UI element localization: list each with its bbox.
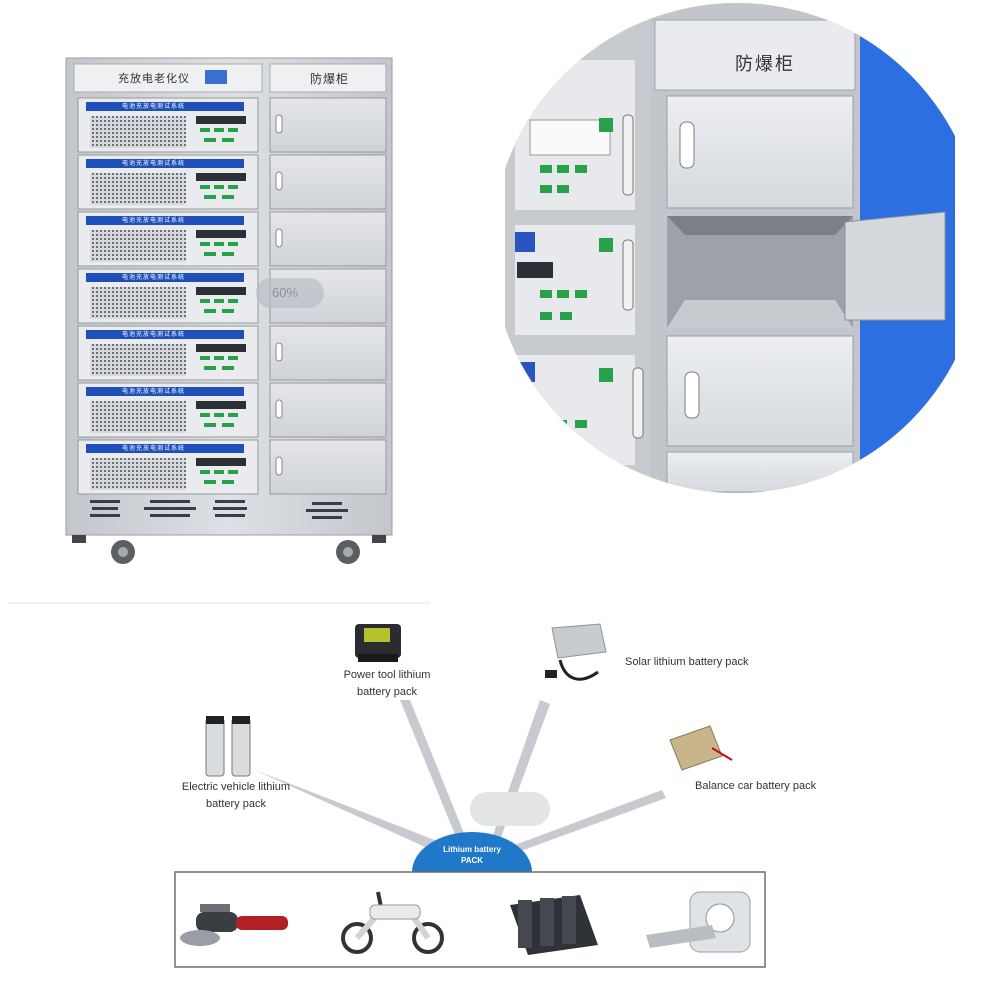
unit-title-label: 电池充放电测试系统 xyxy=(122,218,186,224)
aging-cabinet-image xyxy=(65,57,393,564)
power-tool-label-line2: battery pack xyxy=(357,686,417,698)
center-badge xyxy=(412,832,532,872)
balance-label: Balance car battery pack xyxy=(695,780,817,792)
battery-module-icon xyxy=(510,895,598,955)
watermark-text: 60% xyxy=(272,285,299,300)
unit-title-label: 电池充放电测试系统 xyxy=(122,275,186,281)
medical-scanner-icon xyxy=(646,891,751,953)
power-tool-battery-icon xyxy=(355,624,401,662)
unit-title-label: 电池充放电测试系统 xyxy=(122,161,186,167)
solar-battery-icon xyxy=(545,623,607,681)
center-label-line2: PACK xyxy=(460,856,484,865)
angle-grinder-icon xyxy=(180,904,288,946)
ev-label-line2: battery pack xyxy=(206,798,266,810)
center-label-line1: Lithium battery xyxy=(443,845,501,854)
balance-car-battery-icon xyxy=(669,725,733,771)
ev-label-line1: Electric vehicle lithium xyxy=(181,781,291,793)
ray-balance xyxy=(512,790,666,852)
right-header-label: 防爆柜 xyxy=(310,72,350,86)
power-tool-label-line1: Power tool lithium xyxy=(343,669,431,681)
unit-title-label: 电池充放电测试系统 xyxy=(122,332,186,338)
solar-label: Solar lithium battery pack xyxy=(625,656,749,668)
left-header-label: 充放电老化仪 xyxy=(118,73,190,85)
explosion-proof-cabinet-closeup xyxy=(505,3,955,493)
ray-power-tool xyxy=(400,700,466,842)
unit-title-label: 电池充放电测试系统 xyxy=(122,104,186,110)
ray-ev xyxy=(255,770,455,856)
application-diagram xyxy=(8,602,766,968)
ev-battery-icon xyxy=(205,716,251,777)
unit-title-label: 电池充放电测试系统 xyxy=(122,446,186,452)
unit-title-label: 电池充放电测试系统 xyxy=(122,389,186,395)
closeup-header-label: 防爆柜 xyxy=(735,54,795,74)
